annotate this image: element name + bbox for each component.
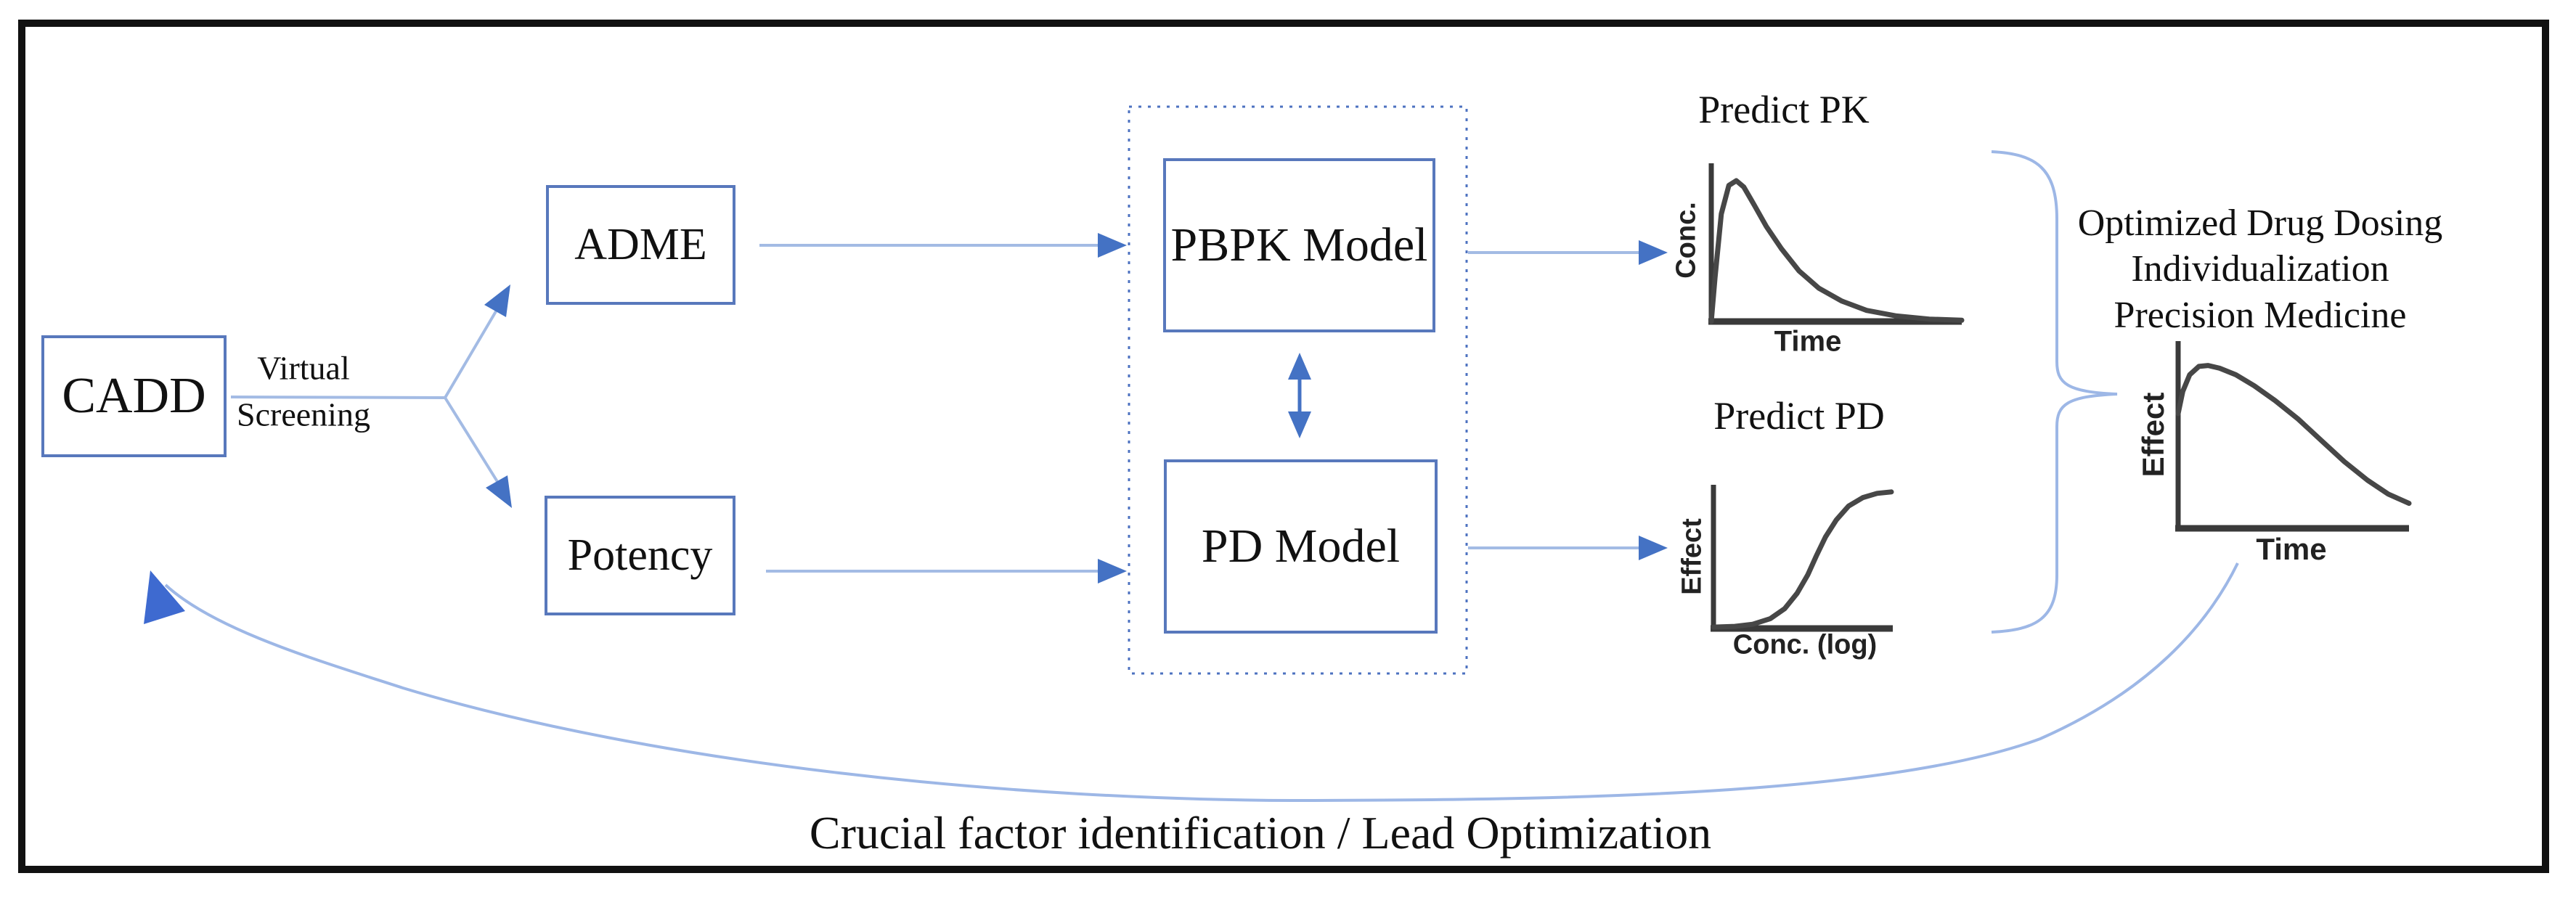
adme-arrowhead-icon <box>484 284 510 317</box>
cadd-branch-line <box>230 396 446 399</box>
curly-brace-icon <box>1991 150 2118 634</box>
potency-node: Potency <box>545 496 735 615</box>
cadd-node: CADD <box>41 335 227 457</box>
adme-node-label: ADME <box>574 220 707 269</box>
outcome-text-block: Optimized Drug Dosing Individualization … <box>2078 200 2443 338</box>
predictpd-arrowhead-icon <box>1639 536 1668 560</box>
outcome-curve <box>2175 363 2412 507</box>
predict-pd-title: Predict PD <box>1713 394 1885 438</box>
potency-node-label: Potency <box>567 531 713 580</box>
feedback-caption: Crucial factor identification / Lead Opt… <box>809 807 1712 859</box>
adme-pbpk-arrowhead-icon <box>1098 233 1127 258</box>
cadd-node-label: CADD <box>62 368 206 424</box>
pd-model-node-label: PD Model <box>1201 520 1401 573</box>
double-arrow-up-head-icon <box>1288 353 1311 380</box>
predict-pk-title: Predict PK <box>1698 88 1870 131</box>
adme-node: ADME <box>546 185 735 305</box>
outcome-line2: Individualization <box>2131 248 2389 290</box>
potency-arrowhead-icon <box>486 475 512 508</box>
virtual-screening-line1: Virtual <box>257 349 350 387</box>
feedback-arrowhead-icon <box>144 570 185 624</box>
branch-adme-line <box>444 306 500 399</box>
pk-xlabel: Time <box>1774 325 1842 358</box>
virtual-screening-line2: Screening <box>237 396 370 433</box>
virtual-screening-label: Virtual Screening <box>237 345 370 439</box>
pd-curve <box>1711 489 1894 630</box>
outcome-line1: Optimized Drug Dosing <box>2077 202 2443 244</box>
potency-pd-arrowhead-icon <box>1098 559 1127 583</box>
predictpk-arrowhead-icon <box>1639 240 1668 265</box>
feedback-loop-curve <box>164 562 2239 803</box>
branch-potency-line <box>444 396 502 488</box>
double-arrow-down-head-icon <box>1288 411 1311 438</box>
outcome-line3: Precision Medicine <box>2114 294 2407 336</box>
pk-curve <box>1708 178 1965 324</box>
outer-frame <box>18 20 2549 873</box>
pd-model-node: PD Model <box>1164 459 1438 634</box>
pbpk-model-node: PBPK Model <box>1163 158 1435 332</box>
pbpk-model-node-label: PBPK Model <box>1170 218 1428 271</box>
pd-xlabel: Conc. (log) <box>1732 629 1878 660</box>
outcome-xlabel: Time <box>2256 532 2327 566</box>
